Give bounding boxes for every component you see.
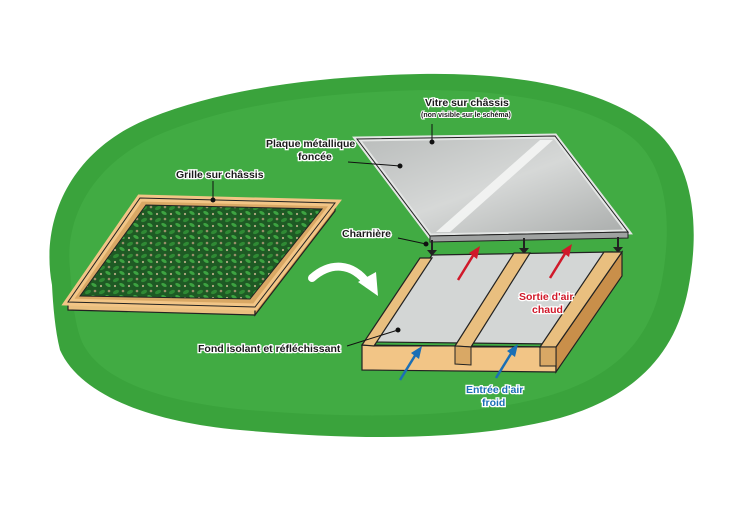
label-charniere: Charnière <box>342 228 391 240</box>
drying-rack <box>61 194 342 317</box>
hot-air-arrow-icon <box>548 244 572 279</box>
label-fond: Fond isolant et réfléchissant <box>198 343 341 355</box>
hot-air-arrows <box>456 244 572 281</box>
cold-air-arrow-icon <box>494 344 518 379</box>
hinge-icon <box>427 240 437 256</box>
rack-grid-area <box>79 204 324 300</box>
hinge-icon <box>613 237 623 253</box>
hinge-icon <box>519 238 529 254</box>
label-vitre-note: (non visible sur le schéma) <box>421 112 511 119</box>
hot-air-arrow-icon <box>456 246 480 281</box>
curved-arrow-icon <box>308 262 378 296</box>
label-sortie-line1: Sortie d'air <box>519 291 573 303</box>
label-plaque-line2: foncée <box>298 151 332 163</box>
label-entree-line2: froid <box>482 397 505 409</box>
label-plaque-line1: Plaque métallique <box>266 138 355 150</box>
glass-lid <box>352 133 633 243</box>
leader-lines <box>210 124 435 347</box>
cold-air-arrow-icon <box>398 346 422 381</box>
label-sortie-line2: chaud <box>532 304 563 316</box>
label-grille: Grille sur châssis <box>176 169 264 181</box>
hinges <box>427 237 623 256</box>
label-vitre: Vitre sur châssis <box>425 97 509 109</box>
cold-air-arrows <box>398 344 518 381</box>
label-entree-line1: Entrée d'air <box>466 384 523 396</box>
